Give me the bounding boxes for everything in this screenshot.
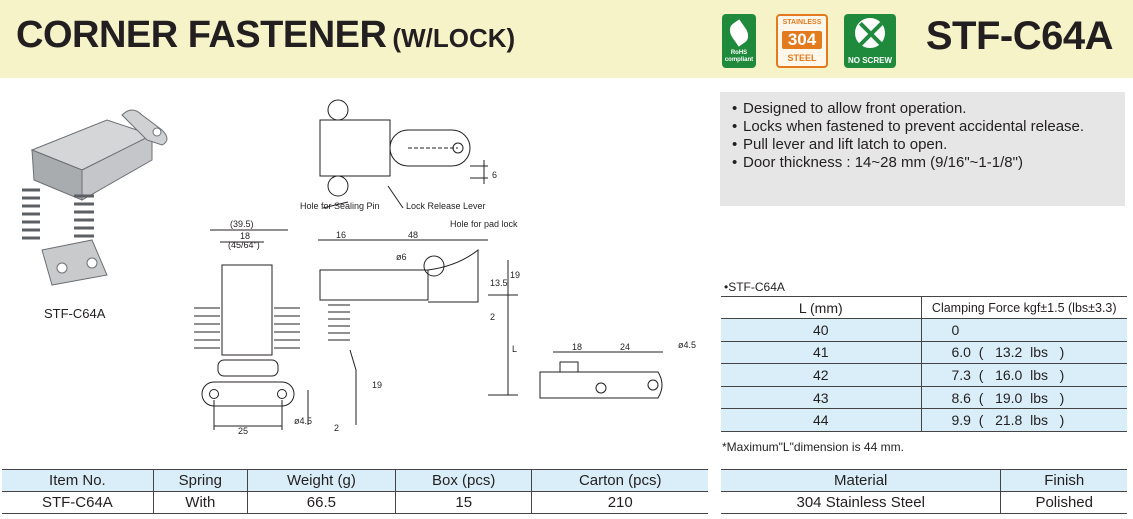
cell-l: 44 xyxy=(721,408,921,432)
dim-19a: 19 xyxy=(510,270,520,280)
dim-L: L xyxy=(512,344,517,354)
dim-2b: 2 xyxy=(334,423,339,433)
clamping-force-table: L (mm) Clamping Force kgf±1.5 (lbs±3.3) … xyxy=(721,296,1127,432)
dim-16: 16 xyxy=(336,230,346,240)
table-row: STF-C64A With 66.5 15 210 xyxy=(2,491,708,514)
no-screw-symbol-icon xyxy=(855,18,885,48)
header-l: L (mm) xyxy=(721,296,921,319)
dim-19b: 19 xyxy=(372,380,382,390)
table-row: 41 6.0 ( 13.2 lbs ) xyxy=(721,341,1127,365)
table-row: 44 9.9 ( 21.8 lbs ) xyxy=(721,408,1127,432)
order-table: Item No. Spring Weight (g) Box (pcs) Car… xyxy=(2,469,708,514)
dim-4-5b: ø4.5 xyxy=(678,340,696,350)
spec-label: •STF-C64A xyxy=(724,280,785,294)
cell-carton: 210 xyxy=(531,491,708,514)
header-spring: Spring xyxy=(152,469,248,492)
header-carton: Carton (pcs) xyxy=(531,469,708,492)
dim-24: 24 xyxy=(620,342,630,352)
title-suffix: (W/LOCK) xyxy=(392,23,516,53)
features-box: Designed to allow front operation. Locks… xyxy=(720,92,1125,206)
no-screw-label: NO SCREW xyxy=(848,56,892,65)
feature-item: Pull lever and lift latch to open. xyxy=(732,136,1113,154)
header-finish: Finish xyxy=(1000,469,1127,492)
side-view-body xyxy=(319,269,429,301)
cell-box: 15 xyxy=(395,491,532,514)
top-view-spring-bottom xyxy=(327,175,349,197)
cell-l: 41 xyxy=(721,341,921,365)
no-screw-badge-icon: NO SCREW xyxy=(844,14,896,68)
feature-item: Door thickness : 14~28 mm (9/16"~1-1/8") xyxy=(732,154,1113,172)
cell-spring: With xyxy=(152,491,248,514)
header-material: Material xyxy=(721,469,1001,492)
feature-item: Locks when fastened to prevent accidenta… xyxy=(732,118,1113,136)
cell-force: 8.6 ( 19.0 lbs ) xyxy=(920,386,1127,410)
photo-caption: STF-C64A xyxy=(44,306,106,321)
dim-25: 25 xyxy=(238,426,248,436)
cell-l: 43 xyxy=(721,386,921,410)
cell-force: 7.3 ( 16.0 lbs ) xyxy=(920,363,1127,387)
dim-13-5: 13.5 xyxy=(490,278,508,288)
top-view-lever xyxy=(389,129,471,167)
cell-item-no: STF-C64A xyxy=(2,491,154,514)
feature-item: Designed to allow front operation. xyxy=(732,100,1113,118)
drawing-labels: Hole for Sealing Pin Lock Release Lever … xyxy=(228,170,696,436)
material-table: Material Finish 304 Stainless Steel Poli… xyxy=(721,469,1127,514)
dim-6-dia: ø6 xyxy=(396,252,407,262)
latch-plate xyxy=(539,371,663,399)
cell-force: 6.0 ( 13.2 lbs ) xyxy=(920,341,1127,365)
cell-material: 304 Stainless Steel xyxy=(721,491,1001,514)
label-sealing-pin: Hole for Sealing Pin xyxy=(300,201,380,211)
header-band xyxy=(0,0,1133,78)
table-row: 304 Stainless Steel Polished xyxy=(721,491,1127,514)
dim-18: 18 xyxy=(240,231,250,241)
table-row: 43 8.6 ( 19.0 lbs ) xyxy=(721,386,1127,410)
cell-force: 0 xyxy=(920,318,1127,342)
spec-note: *Maximum"L"dimension is 44 mm. xyxy=(722,440,904,454)
rohs-badge-icon: RoHS compliant xyxy=(722,14,756,68)
cell-l: 42 xyxy=(721,363,921,387)
table-row: 40 0 xyxy=(721,318,1127,342)
top-view-spring-top xyxy=(327,99,349,121)
title-main: CORNER FASTENER xyxy=(16,14,387,56)
product-photo xyxy=(22,109,168,286)
dim-6: 6 xyxy=(492,170,497,180)
label-pad-lock: Hole for pad lock xyxy=(450,219,518,229)
table-row: 42 7.3 ( 16.0 lbs ) xyxy=(721,363,1127,387)
cell-force: 9.9 ( 21.8 lbs ) xyxy=(920,408,1127,432)
model-code: STF-C64A xyxy=(925,14,1114,58)
front-view-body xyxy=(221,264,273,356)
stainless-badge-bottom: STEEL xyxy=(787,53,817,63)
stainless-badge-num: 304 xyxy=(782,30,822,49)
dim-4-5a: ø4.5 xyxy=(294,416,312,426)
stainless-steel-badge-icon: STAINLESS 304 STEEL xyxy=(776,14,828,68)
cell-l: 40 xyxy=(721,318,921,342)
cell-finish: Polished xyxy=(1000,491,1127,514)
header-weight: Weight (g) xyxy=(246,469,396,492)
dim-18b: 18 xyxy=(572,342,582,352)
dim-45-64: (45/64") xyxy=(228,240,260,250)
header-force: Clamping Force kgf±1.5 (lbs±3.3) xyxy=(920,296,1127,319)
label-lock-release: Lock Release Lever xyxy=(406,201,486,211)
technical-drawing: Hole for Sealing Pin Lock Release Lever … xyxy=(194,99,696,436)
front-view-base xyxy=(201,381,295,407)
cell-weight: 66.5 xyxy=(246,491,396,514)
header-item-no: Item No. xyxy=(2,469,154,492)
page-title: CORNER FASTENER (W/LOCK) xyxy=(16,14,515,64)
rohs-badge-label: RoHS compliant xyxy=(724,50,754,63)
header-box: Box (pcs) xyxy=(395,469,532,492)
leaf-icon xyxy=(726,19,752,47)
dim-48: 48 xyxy=(408,230,418,240)
stainless-badge-top: STAINLESS xyxy=(782,19,822,26)
dim-2a: 2 xyxy=(490,312,495,322)
dim-39-5: (39.5) xyxy=(230,219,254,229)
top-view-body xyxy=(319,119,391,177)
